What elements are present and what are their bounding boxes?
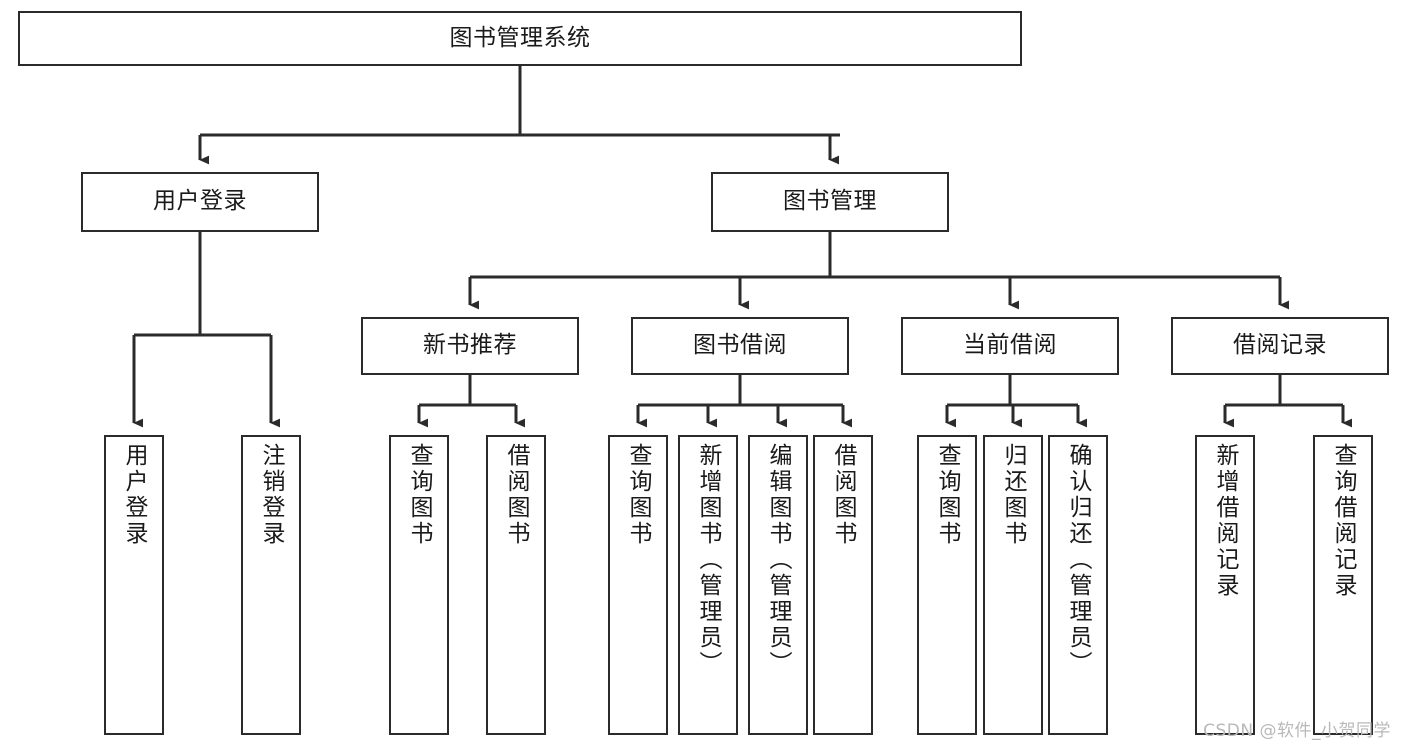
node-label: 查询图书 xyxy=(406,443,433,547)
node-label: 新增图书（管理员） xyxy=(695,443,722,677)
node-label: 用户登录 xyxy=(121,443,148,547)
leaf-edit-book-admin[interactable]: 编辑图书（管理员） xyxy=(748,435,808,735)
leaf-add-book-admin[interactable]: 新增图书（管理员） xyxy=(678,435,738,735)
node-label: 查询借阅记录 xyxy=(1330,443,1357,599)
node-book-manage[interactable]: 图书管理 xyxy=(711,172,949,232)
leaf-borrow-book[interactable]: 借阅图书 xyxy=(813,435,873,735)
leaf-borrow-book-rec[interactable]: 借阅图书 xyxy=(486,435,546,735)
node-label: 借阅记录 xyxy=(1233,332,1327,359)
node-label: 用户登录 xyxy=(153,188,247,215)
leaf-query-borrow-record[interactable]: 查询借阅记录 xyxy=(1313,435,1373,735)
node-label: 借阅图书 xyxy=(830,443,857,547)
leaf-logout[interactable]: 注销登录 xyxy=(241,435,301,735)
node-book-borrow[interactable]: 图书借阅 xyxy=(631,317,849,375)
leaf-query-book-current[interactable]: 查询图书 xyxy=(917,435,977,735)
leaf-query-book-borrow[interactable]: 查询图书 xyxy=(608,435,668,735)
node-label: 确认归还（管理员） xyxy=(1065,443,1092,677)
node-label: 图书管理 xyxy=(783,188,877,215)
node-label: 当前借阅 xyxy=(963,332,1057,359)
node-label: 编辑图书（管理员） xyxy=(765,443,792,677)
leaf-query-book-rec[interactable]: 查询图书 xyxy=(389,435,449,735)
node-label: 图书管理系统 xyxy=(449,24,591,51)
leaf-user-login[interactable]: 用户登录 xyxy=(104,435,164,735)
node-label: 查询图书 xyxy=(625,443,652,547)
node-borrow-record[interactable]: 借阅记录 xyxy=(1171,317,1389,375)
node-new-book-recommend[interactable]: 新书推荐 xyxy=(361,317,579,375)
node-root-system[interactable]: 图书管理系统 xyxy=(18,11,1022,66)
node-label: 图书借阅 xyxy=(693,332,787,359)
node-current-borrow[interactable]: 当前借阅 xyxy=(901,317,1119,375)
leaf-confirm-return-admin[interactable]: 确认归还（管理员） xyxy=(1048,435,1108,735)
node-label: 归还图书 xyxy=(1000,443,1027,547)
leaf-add-borrow-record[interactable]: 新增借阅记录 xyxy=(1195,435,1255,735)
node-user-login[interactable]: 用户登录 xyxy=(81,172,319,232)
leaf-return-book[interactable]: 归还图书 xyxy=(983,435,1043,735)
node-label: 查询图书 xyxy=(934,443,961,547)
node-label: 借阅图书 xyxy=(503,443,530,547)
node-label: 新书推荐 xyxy=(423,332,517,359)
node-label: 新增借阅记录 xyxy=(1212,443,1239,599)
node-label: 注销登录 xyxy=(258,443,285,547)
